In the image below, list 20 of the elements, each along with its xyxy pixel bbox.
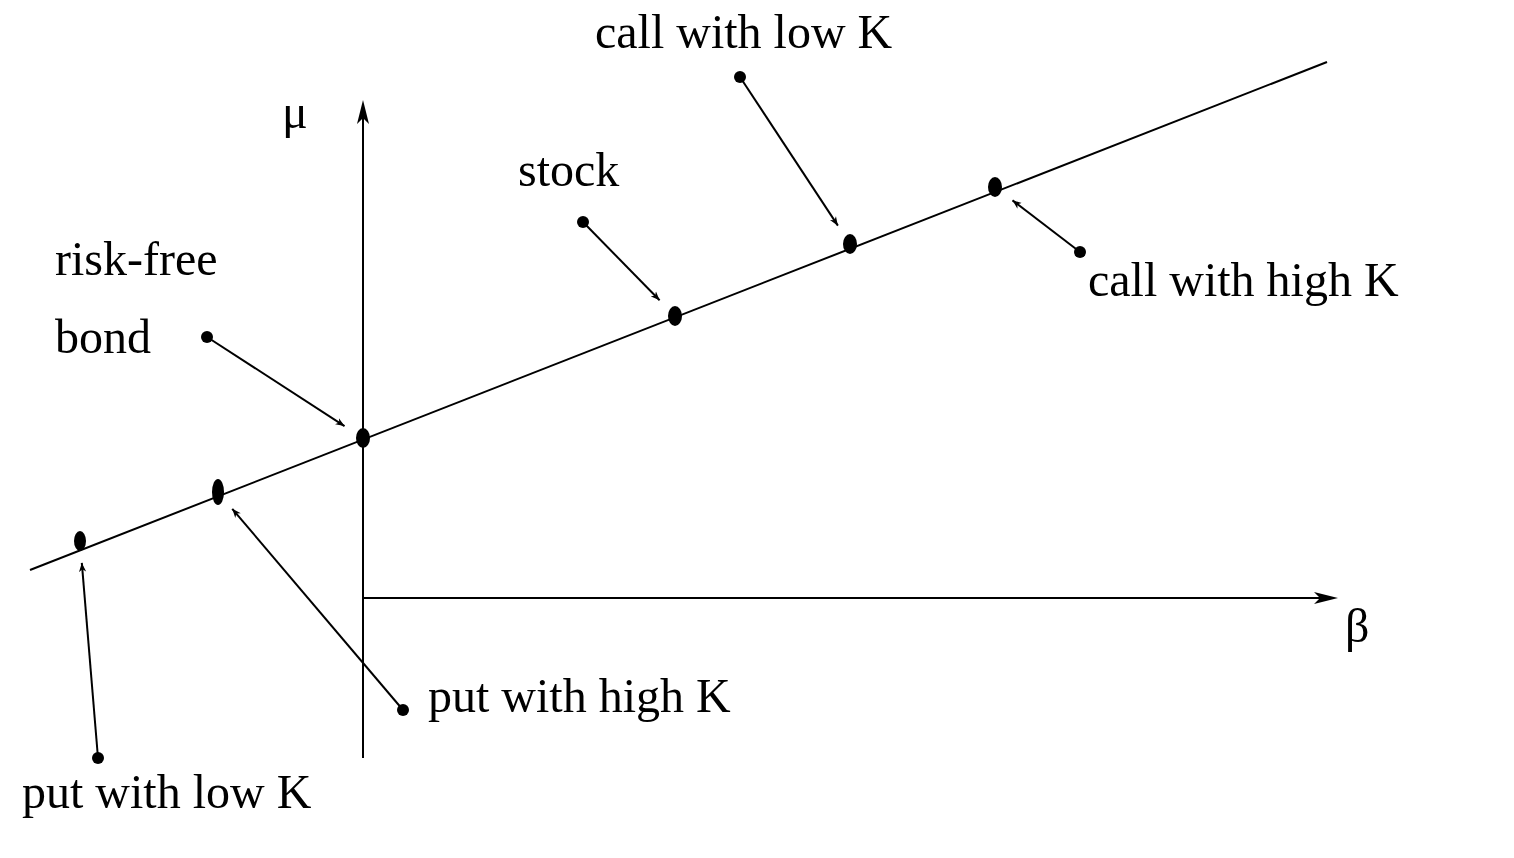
data-point-dot xyxy=(356,428,370,448)
leader-line xyxy=(231,507,409,716)
leader-line xyxy=(201,331,346,428)
leader-line xyxy=(1011,199,1086,258)
data-point-dot xyxy=(843,234,857,254)
leader-line xyxy=(79,561,104,764)
callout-label: call with low K xyxy=(595,6,893,59)
callout-label: put with high K xyxy=(428,670,731,723)
callout-label: stock xyxy=(518,144,620,197)
data-point-dot xyxy=(668,306,682,326)
callout-label: put with low K xyxy=(22,766,312,819)
leader-line xyxy=(734,71,839,227)
leader-line xyxy=(577,216,661,302)
callout-label: call with high K xyxy=(1088,254,1399,307)
callout-label: risk-free bond xyxy=(55,220,285,376)
data-point-dot xyxy=(988,177,1002,197)
mu-axis-label: μ xyxy=(282,86,308,139)
beta-axis-label: β xyxy=(1345,600,1370,653)
data-point-dot xyxy=(74,531,86,551)
data-point-dot xyxy=(212,479,224,505)
